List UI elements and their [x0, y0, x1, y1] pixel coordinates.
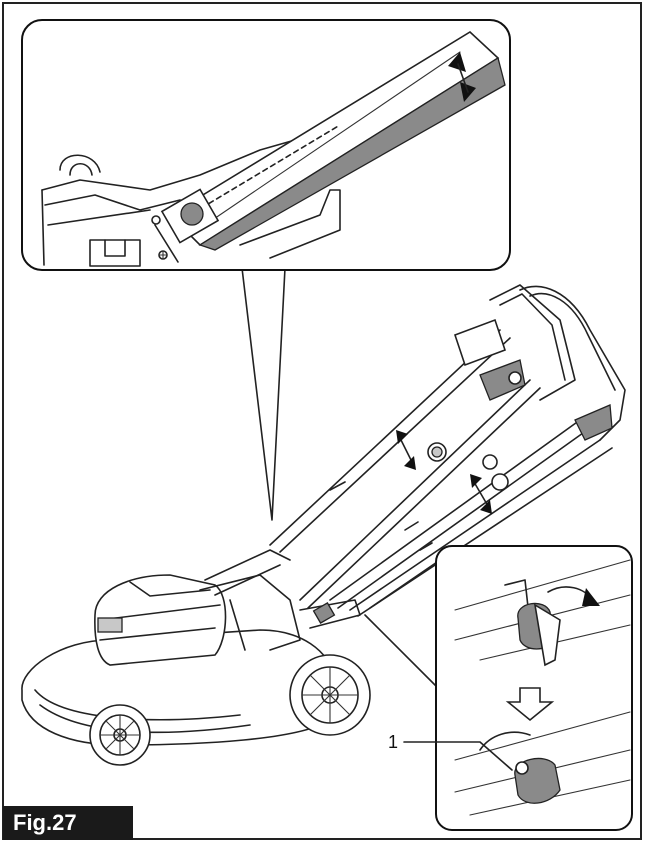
double-arrow-icon: [396, 430, 416, 470]
double-arrow-icon: [470, 474, 492, 514]
rotate-arrow-icon: [547, 586, 600, 606]
double-arrow-icon: [448, 52, 476, 102]
mower-body: [21, 549, 371, 766]
callout-number: 1: [388, 732, 399, 752]
handle-pivot-detail-inset: [21, 19, 511, 521]
down-arrow-icon: [505, 687, 555, 722]
lever-detail-inset: [364, 545, 633, 831]
mower-handle: [269, 284, 626, 617]
figure-label: Fig.27: [3, 806, 133, 840]
